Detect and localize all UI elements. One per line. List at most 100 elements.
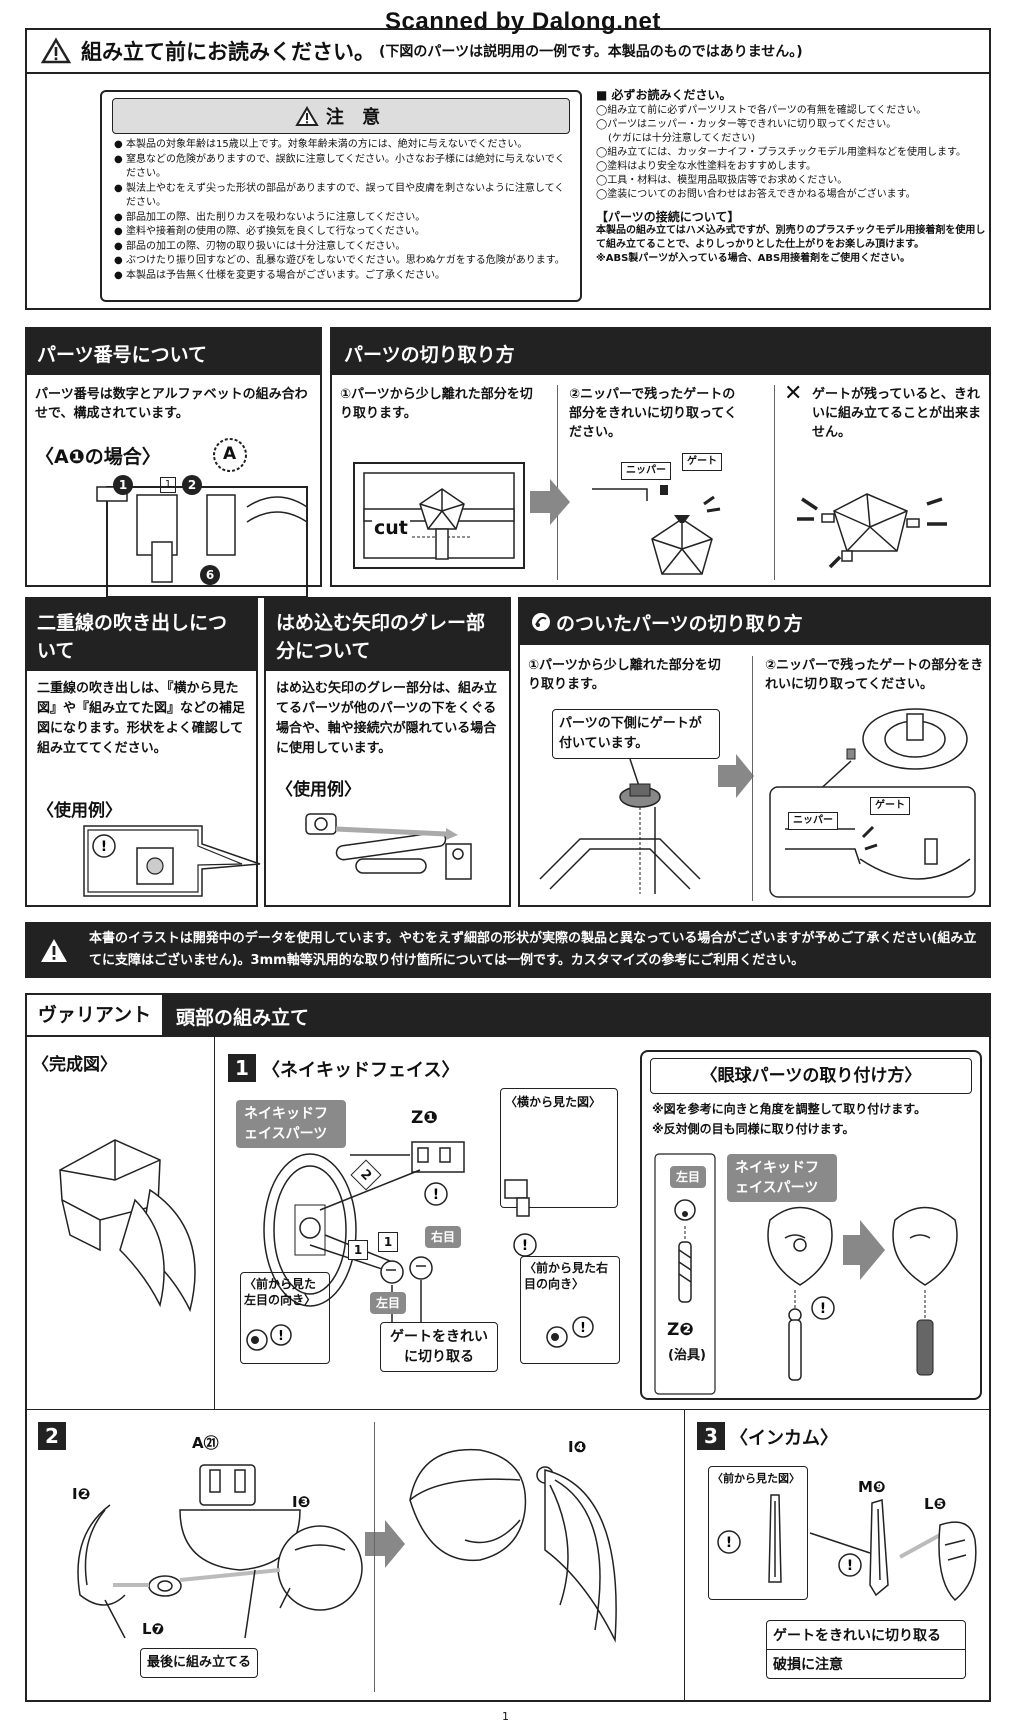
notice-text: 本書のイラストは開発中のデータを使用しています。やむをえず細部の形状が実際の製品… xyxy=(89,931,977,968)
divider xyxy=(684,1409,685,1702)
divider xyxy=(752,656,753,901)
runner-letter: A xyxy=(223,444,237,464)
divider xyxy=(374,1422,375,1692)
must-read-item: ◯塗装についてのお問い合わせはお答えできかねる場合がございます。 xyxy=(596,189,916,200)
front-left-box: 〈前から見た左目の向き〉 ! xyxy=(240,1272,330,1364)
right-eye-label: 右目 xyxy=(425,1226,462,1248)
divider xyxy=(214,1037,215,1409)
front-right-title: 〈前から見た右目の向き〉 xyxy=(524,1261,609,1291)
head-complete-illustration xyxy=(59,1139,196,1313)
front-left-title: 〈前から見た左目の向き〉 xyxy=(244,1277,317,1307)
eye-attach-note1: ※図を参考に向きと角度を調整して取り付けます。 xyxy=(652,1102,927,1116)
runner-illustration xyxy=(96,438,308,598)
caution-item: ●ぶつけたり振り回すなどの、乱暴な遊びをしないでください。思わぬケガをする危険が… xyxy=(114,255,565,266)
step1-circle-1a: 1 xyxy=(348,1240,368,1260)
marked-parts-panel: のついたパーツの切り取り方 ①パーツから少し離れた部分を切り取ります。 ②ニッパ… xyxy=(518,597,991,907)
part-numbers-text: パーツ番号は数字とアルファベットの組み合わせで、構成されています。 xyxy=(35,387,308,421)
eye-attach-title: 〈眼球パーツの取り付け方〉 xyxy=(650,1058,972,1094)
cutting-header: パーツの切り取り方 xyxy=(332,329,989,375)
cutting-step2: ②ニッパーで残ったゲートの部分をきれいに切り取ってください。 xyxy=(569,387,737,440)
step3-warn-text: 破損に注意 xyxy=(773,1657,843,1673)
eye-left-label: 左目 xyxy=(670,1166,707,1188)
part-i3-label: I❸ xyxy=(292,1493,311,1511)
step3-number: 3 xyxy=(697,1422,725,1450)
svg-text:!: ! xyxy=(101,839,107,855)
grey-arrow-text: はめ込む矢印のグレー部分は、組み立てるパーツが他のパーツの下をくぐる場合や、軸や… xyxy=(276,681,498,756)
caution-header: 注 意 xyxy=(112,98,570,134)
must-read-item: ◯パーツはニッパー・カッター等できれいに切り取ってください。 xyxy=(596,119,897,130)
marked-runner-illustration xyxy=(539,758,701,894)
section-right: 頭部の組み立て xyxy=(162,995,989,1035)
warning-triangle-icon xyxy=(41,938,67,962)
eye-attach-illustration: ! xyxy=(654,1153,958,1395)
svg-text:!: ! xyxy=(726,1535,732,1551)
cutting-ng: ゲートが残っていると、きれいに組み立てることが出来ません。 xyxy=(812,387,982,440)
front-right-box: 〈前から見た右目の向き〉 ! xyxy=(520,1256,620,1364)
assembly-area xyxy=(25,1037,991,1702)
step2-result-illustration xyxy=(409,1448,617,1643)
runner-label-1: 1 xyxy=(113,475,133,495)
eye-face-part-label: ネイキッドフェイスパーツ xyxy=(727,1154,837,1202)
grey-arrow-panel: はめ込む矢印のグレー部分について はめ込む矢印のグレー部分は、組み立てるパーツが… xyxy=(264,597,511,907)
must-read-title: ■ 必ずお読みください。 xyxy=(596,88,732,102)
must-read-item: ◯組み立てには、カッターナイフ・プラスチックモデル用塗料などを使用します。 xyxy=(596,147,967,158)
caution-item: ●部品加工の際、出た削りカスを吸わないように注意してください。 xyxy=(114,211,426,223)
z2-label: Z❷ xyxy=(667,1320,694,1340)
caution-title: 注 意 xyxy=(325,107,387,128)
part-numbers-header: パーツ番号について xyxy=(27,329,320,375)
must-read-item: ◯組み立て前に必ずパーツリストで各パーツの有無を確認してください。 xyxy=(596,105,927,116)
gate-cut-callout: ゲートをきれいに切り取る xyxy=(380,1322,498,1372)
left-eye-label: 左目 xyxy=(370,1292,407,1314)
notice-bar: 本書のイラストは開発中のデータを使用しています。やむをえず細部の形状が実際の製品… xyxy=(25,922,991,978)
svg-text:!: ! xyxy=(847,1558,853,1574)
caution-item: ●製法上やむをえず尖った形状の部品がありますので、誤って目や皮膚を刺さないように… xyxy=(114,182,565,209)
side-view-title: 〈横から見た図〉 xyxy=(505,1095,602,1109)
double-line-example: 〈使用例〉 xyxy=(37,801,122,821)
left-eye-orientation-icon: ! xyxy=(246,1324,292,1351)
cutting-panel: パーツの切り取り方 ①パーツから少し離れた部分を切り取ります。 ②ニッパーで残っ… xyxy=(330,327,991,587)
step2-illustration xyxy=(77,1464,363,1639)
arrow-right-icon xyxy=(365,1520,405,1568)
arrow-right-icon xyxy=(718,754,754,798)
step1-title: 〈ネイキッドフェイス〉 xyxy=(262,1060,460,1081)
part-l5-label: L❺ xyxy=(924,1495,947,1513)
section-left: ヴァリアント xyxy=(27,995,162,1035)
side-view-box: 〈横から見た図〉 xyxy=(500,1088,618,1208)
marked-parts-header: のついたパーツの切り取り方 xyxy=(520,599,989,645)
read-before-assembly-box: 組み立て前にお読みください。 (下図のパーツは説明用の一例です。本製品のものでは… xyxy=(25,28,991,310)
must-read-item: ◯塗料はより安全な水性塗料をおすすめします。 xyxy=(596,161,817,172)
right-eye-orientation-icon: ! xyxy=(546,1316,594,1348)
svg-text:!: ! xyxy=(522,1238,528,1254)
z1-label: Z❶ xyxy=(411,1108,438,1128)
caution-item: ●本製品は予告無く仕様を変更する場合がございます。ご了承ください。 xyxy=(114,269,445,281)
runner-label-6: 6 xyxy=(200,565,220,585)
step3-title: 〈インカム〉 xyxy=(730,1428,838,1449)
grey-arrow-header: はめ込む矢印のグレー部分について xyxy=(266,599,509,671)
caution-item: ●部品の加工の際、刃物の取り扱いには十分注意してください。 xyxy=(114,240,406,252)
connect-text: 本製品の組み立てはハメ込み式ですが、別売りのプラスチックモデル用接着剤を使用して… xyxy=(596,225,986,250)
connect-note: ※ABS製パーツが入っている場合、ABS用接着剤をご使用ください。 xyxy=(596,253,911,264)
must-read-block: ■ 必ずお読みください。 ◯組み立て前に必ずパーツリストで各パーツの有無を確認し… xyxy=(596,88,986,266)
banner-title: 組み立て前にお読みください。 xyxy=(81,40,375,64)
eye-attach-box: 〈眼球パーツの取り付け方〉 ※図を参考に向きと角度を調整して取り付けます。 ※反… xyxy=(640,1050,982,1400)
part-i2-label: I❷ xyxy=(72,1485,91,1503)
part-l7-label: L❼ xyxy=(142,1620,165,1638)
watermark-text: Scanned by Dalong.net xyxy=(385,8,661,35)
gate-label: ゲート xyxy=(682,453,722,471)
nipper-label: ニッパー xyxy=(621,462,671,480)
step3-gate-text: ゲートをきれいに切り取る xyxy=(767,1621,965,1650)
cutting-step1: ①パーツから少し離れた部分を切り取ります。 xyxy=(340,387,533,421)
svg-text:!: ! xyxy=(580,1321,586,1336)
section-header: ヴァリアント 頭部の組み立て xyxy=(25,993,991,1037)
must-read-item: ◯工具・材料は、模型用品取扱店等でお求めください。 xyxy=(596,175,848,186)
part-m9-label: M❾ xyxy=(858,1478,886,1496)
arrow-right-icon xyxy=(530,479,570,525)
marked-nipper-label: ニッパー xyxy=(788,812,838,830)
caution-box: 注 意 ●本製品の対象年齢は15歳以上です。対象年齢未満の方には、絶対に与えない… xyxy=(100,90,582,302)
gate-mark-icon xyxy=(532,613,550,631)
svg-text:!: ! xyxy=(278,1329,284,1344)
step1-number: 1 xyxy=(228,1054,256,1082)
last-assembly-callout: 最後に組み立てる xyxy=(140,1648,259,1678)
runner-cut-illustration xyxy=(353,462,525,569)
naked-face-part-label: ネイキッドフェイスパーツ xyxy=(236,1100,346,1148)
